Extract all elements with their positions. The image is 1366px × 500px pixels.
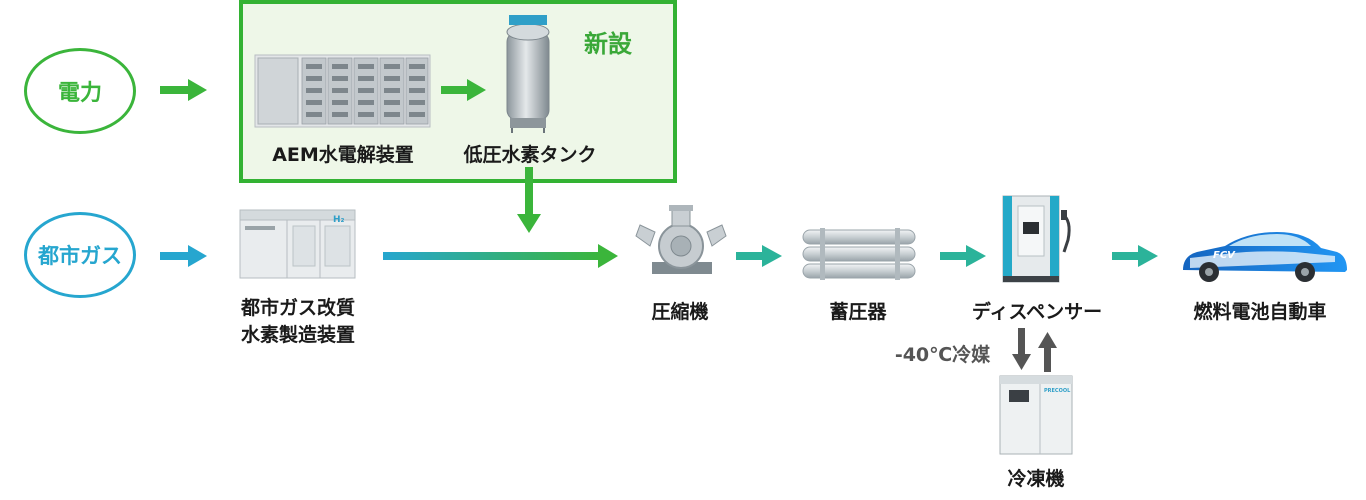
city-gas-source-circle: 都市ガス xyxy=(24,212,136,298)
fcv-tag: FCV xyxy=(1213,250,1236,261)
city-gas-source-label: 都市ガス xyxy=(38,244,122,268)
compressor-label: 圧縮機 xyxy=(651,301,709,323)
new-installation-label: 新設 xyxy=(584,30,632,58)
chiller-tag: PRECOOL xyxy=(1044,388,1071,394)
aem-electrolyzer-image xyxy=(254,54,431,128)
reformer-h2-tag: H₂ xyxy=(333,215,345,225)
arrow-accumulator-to-dispenser xyxy=(940,245,986,267)
arrow-coolant-up xyxy=(1038,332,1057,372)
aem-electrolyzer-label: AEM水電解装置 xyxy=(272,144,414,166)
arrow-aem-to-tank xyxy=(441,79,486,101)
dispenser-label: ディスペンサー xyxy=(971,301,1103,323)
arrow-dispenser-to-fcv xyxy=(1112,245,1158,267)
low-pressure-tank-label: 低圧水素タンク xyxy=(463,144,597,166)
chiller-image: PRECOOL xyxy=(999,375,1073,455)
reformer-label-line2: 水素製造装置 xyxy=(240,324,355,346)
fcv-car-image: FCV xyxy=(1183,232,1347,282)
arrow-compressor-to-accumulator xyxy=(736,245,782,267)
arrow-gas-to-reformer xyxy=(160,245,207,267)
accumulator-image xyxy=(802,228,916,280)
compressor-image xyxy=(635,205,727,274)
arrow-reformer-to-compressor xyxy=(383,244,618,268)
reformer-unit-image: H₂ xyxy=(239,209,356,279)
power-source-circle: 電力 xyxy=(24,48,136,134)
fcv-label: 燃料電池自動車 xyxy=(1193,301,1327,323)
power-source-label: 電力 xyxy=(57,81,102,106)
low-pressure-tank-image xyxy=(506,15,550,133)
chiller-label: 冷凍機 xyxy=(1007,468,1065,490)
arrow-power-to-aem xyxy=(160,79,207,101)
accumulator-label: 蓄圧器 xyxy=(829,301,887,323)
arrow-tank-down xyxy=(517,167,541,233)
arrow-coolant-down xyxy=(1012,328,1031,370)
dispenser-image xyxy=(1002,195,1071,283)
coolant-label: -40℃冷媒 xyxy=(894,344,991,366)
reformer-label-line1: 都市ガス改質 xyxy=(240,297,355,319)
